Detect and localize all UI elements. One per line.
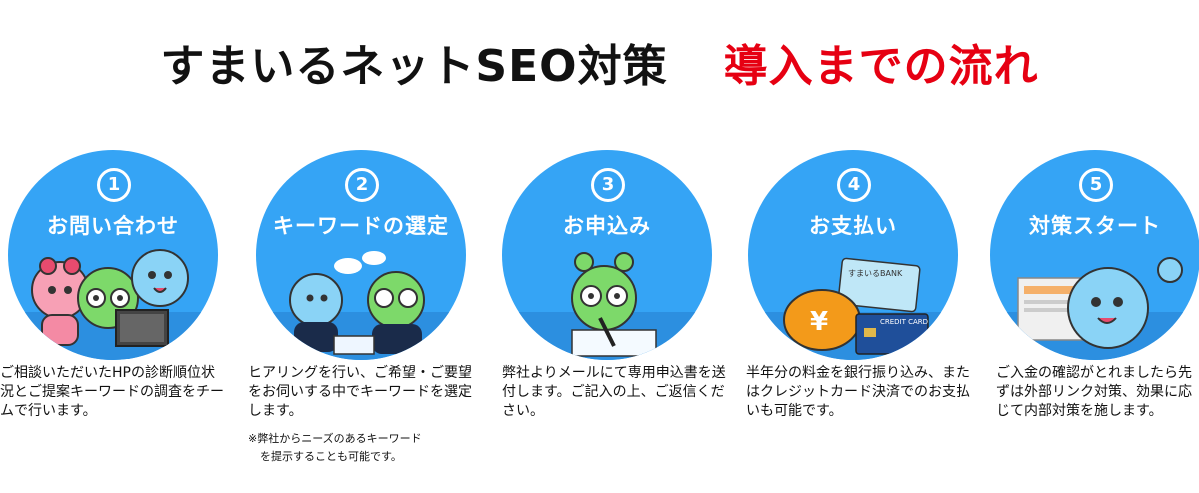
page-title: すまいるネットSEO対策 導入までの流れ	[0, 30, 1199, 94]
step-number: 3	[591, 168, 625, 202]
step-1: 1 お問い合わせ ご相談いただいたHPの診断順位状況とご提案キーワードの調査をチ…	[0, 150, 238, 490]
wallet-and-cards-illustration: すまいるBANK ¥ CREDIT CARD	[783, 257, 929, 355]
step-circle: 1 お問い合わせ	[8, 150, 218, 360]
step-description: ヒアリングを行い、ご希望・ご要望をお伺いする中でキーワードを選定します。	[248, 362, 472, 421]
bank-card-text: すまいるBANK	[848, 269, 903, 278]
step-circle: すまいるBANK ¥ CREDIT CARD 4 お支払い	[748, 150, 958, 360]
step-label: キーワードの選定	[273, 214, 449, 238]
step-number: 5	[1079, 168, 1113, 202]
step-description: ご入金の確認がとれましたら先ずは外部リンク対策、効果に応じて内部対策を施します。	[996, 362, 1198, 421]
step-circle: 3 お申込み	[502, 150, 712, 360]
step-label: お申込み	[563, 214, 651, 238]
step-label: お問い合わせ	[47, 214, 179, 238]
step-circle: 5 対策スタート	[990, 150, 1199, 360]
note-line-2: を提示することも可能です。	[260, 450, 402, 463]
step-label: お支払い	[809, 214, 897, 238]
step-4: すまいるBANK ¥ CREDIT CARD 4 お支払い 半年分の料金を銀行振…	[740, 150, 978, 490]
step-number: 2	[345, 168, 379, 202]
step-description: 弊社よりメールにて専用申込書を送付します。ご記入の上、ご返信ください。	[502, 362, 726, 421]
writing-form-illustration	[571, 252, 657, 357]
step-3: 3 お申込み 弊社よりメールにて専用申込書を送付します。ご記入の上、ご返信くださ…	[494, 150, 732, 490]
discussion-characters-illustration	[289, 251, 425, 355]
step-description: ご相談いただいたHPの診断順位状況とご提案キーワードの調査をチームで行います。	[0, 362, 224, 421]
character-and-browser-illustration	[1017, 257, 1183, 349]
step-description: 半年分の料金を銀行振り込み、またはクレジットカード決済でのお支払いも可能です。	[746, 362, 970, 421]
step-circle: 2 キーワードの選定	[256, 150, 466, 360]
step-2: 2 キーワードの選定 ヒアリングを行い、ご希望・ご要望をお伺いする中でキーワード…	[248, 150, 486, 490]
title-main: すまいるネットSEO対策	[160, 41, 668, 92]
step-number: 4	[837, 168, 871, 202]
step-number: 1	[97, 168, 131, 202]
meeting-characters-illustration	[31, 249, 189, 347]
step-5: 5 対策スタート ご入金の確認がとれましたら先ずは外部リンク対策、効果に応じて内…	[982, 150, 1199, 490]
title-accent: 導入までの流れ	[723, 41, 1039, 92]
step-note: ※弊社からニーズのあるキーワード を提示することも可能です。	[248, 430, 478, 466]
credit-card-text: CREDIT CARD	[880, 318, 928, 326]
note-line-1: ※弊社からニーズのあるキーワード	[248, 432, 422, 445]
yen-symbol: ¥	[810, 307, 828, 337]
step-label: 対策スタート	[1029, 214, 1161, 238]
